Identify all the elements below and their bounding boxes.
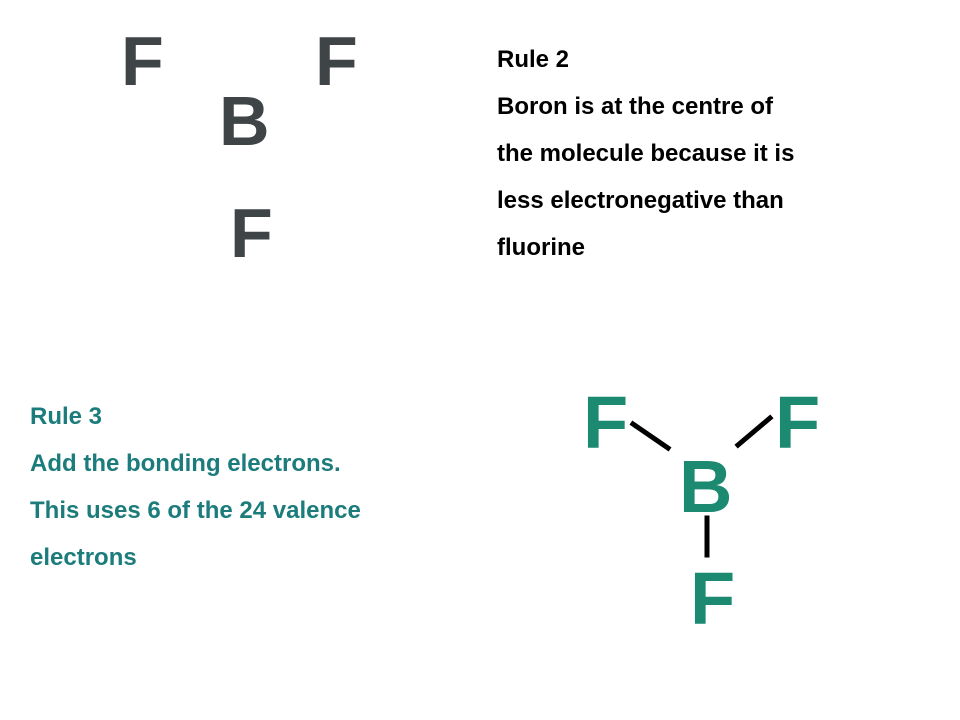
rule3-heading: Rule 3 (30, 403, 103, 430)
rule3-line: This uses 6 of the 24 valence (30, 497, 361, 524)
bottom-fluorine-bottom: F (690, 557, 736, 640)
bond-right (734, 414, 774, 449)
bottom-fluorine-right: F (775, 381, 821, 464)
top-fluorine-left: F (121, 22, 164, 100)
rule3-line: electrons (30, 544, 137, 571)
rule3-line: Add the bonding electrons. (30, 450, 341, 477)
top-fluorine-right: F (315, 22, 358, 100)
rule2-line: less electronegative than (497, 187, 784, 214)
top-boron-center: B (219, 82, 270, 160)
rule2-heading: Rule 2 (497, 46, 570, 73)
rule2-line: fluorine (497, 234, 585, 261)
rule2-line: Boron is at the centre of (497, 93, 774, 120)
bond-left (629, 420, 672, 452)
rule2-text-block: Rule 2 Boron is at the centre of the mol… (497, 36, 794, 271)
rule2-line: the molecule because it is (497, 140, 795, 167)
rule3-text-block: Rule 3 Add the bonding electrons. This u… (30, 393, 361, 581)
bottom-fluorine-left: F (583, 381, 629, 464)
bottom-boron-center: B (679, 445, 733, 528)
top-fluorine-bottom: F (230, 194, 273, 272)
